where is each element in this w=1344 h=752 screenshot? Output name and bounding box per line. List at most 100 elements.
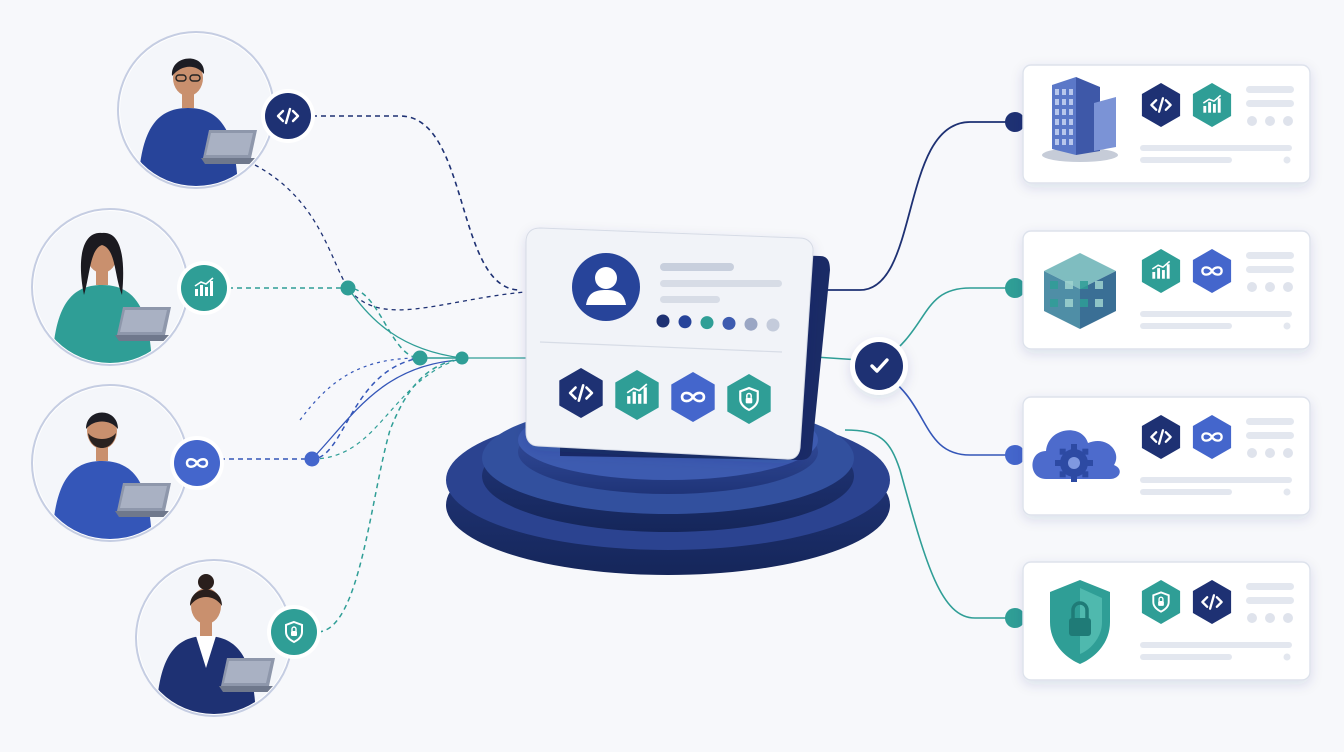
cloud-gear-icon [1032,430,1120,482]
connector-analyst [228,287,421,359]
match-indicator [850,337,908,395]
infinity-skill-badge [671,372,715,422]
placeholder-dot [1265,282,1275,292]
placeholder-dot [1247,282,1257,292]
placeholder-dot [1283,156,1291,164]
infinity-skill-badge [1192,415,1232,459]
office-building-icon [1042,77,1118,162]
text-placeholder [1246,86,1294,93]
person-illustration [120,34,272,186]
progress-dot [700,316,714,330]
laptop-icon [115,483,173,517]
junction-node [455,351,469,365]
endpoint-node [1005,608,1025,628]
person-skill-badge [261,89,315,143]
placeholder-dot [1265,448,1275,458]
text-placeholder [1246,418,1294,425]
profile-skill-badges [559,368,771,424]
chart-skill-badge [615,370,659,420]
person-devops-engineer[interactable] [31,384,224,543]
placeholder-dot [1265,116,1275,126]
laptop-icon [115,307,173,341]
text-placeholder [1246,266,1294,273]
progress-dot [656,314,670,328]
progress-dot [766,318,780,332]
user-icon [586,267,626,305]
connector-merge-navy [299,357,421,421]
junction-node [412,350,428,366]
connector-analyst-solid [347,287,540,359]
company-card-cloud-gear[interactable] [1022,396,1311,516]
placeholder-dot [1265,613,1275,623]
person-developer[interactable] [117,31,315,190]
person-illustration [34,387,186,539]
connector-developer-branch [254,164,526,311]
code-skill-badge [1192,580,1232,624]
person-illustration [34,211,186,363]
person-security-specialist[interactable] [135,559,321,718]
endpoint-node [1005,278,1025,298]
person-skill-badge [177,261,231,315]
shield-skill-badge [1141,580,1181,624]
company-card-background [1022,396,1311,516]
placeholder-dot [1247,613,1257,623]
placeholder-dot [1247,116,1257,126]
text-placeholder [1140,477,1292,483]
placeholder-dot [1283,613,1293,623]
text-placeholder [1140,642,1292,648]
placeholder-dot [1283,116,1293,126]
progress-dot [722,316,736,330]
text-placeholder [1140,157,1232,163]
connector-devops [220,357,421,460]
placeholder-dot [1283,448,1293,458]
endpoint-node [1005,445,1025,465]
text-placeholder [1140,145,1292,151]
profile-card[interactable] [525,227,830,460]
placeholder-dot [1283,322,1291,330]
text-placeholder [1140,654,1232,660]
code-skill-badge [559,368,603,418]
progress-dots [656,314,780,332]
text-placeholder [1246,432,1294,439]
connector-devops-solid [311,359,461,460]
profile-detail-placeholder [660,280,782,287]
text-placeholder [1140,489,1232,495]
company-card-office-building[interactable] [1022,64,1311,184]
laptop-icon [201,130,259,164]
junction-node [340,280,356,296]
data-cube-icon [1044,253,1116,329]
connector-company-4 [844,429,1015,619]
infinity-skill-badge [1192,249,1232,293]
text-placeholder [1246,100,1294,107]
person-skill-badge [170,436,224,490]
person-data-analyst[interactable] [31,208,231,367]
connector-security [317,357,463,633]
text-placeholder [1246,252,1294,259]
progress-dot [744,317,758,331]
profile-detail-placeholder [660,296,720,303]
shield-skill-badge [727,374,771,424]
security-shield-icon [1050,580,1110,664]
code-skill-badge [1141,415,1181,459]
text-placeholder [1246,597,1294,604]
card-divider [539,341,783,353]
company-card-data-cube[interactable] [1022,230,1311,350]
placeholder-dot [1283,282,1293,292]
connector-developer [312,115,521,291]
text-placeholder [1140,323,1232,329]
junction-node [304,451,320,467]
connector-company-1 [826,121,1015,291]
progress-dot [678,315,692,329]
endpoint-node [1005,112,1025,132]
placeholder-dot [1283,653,1291,661]
text-placeholder [1246,583,1294,590]
placeholder-dot [1247,448,1257,458]
placeholder-dot [1283,488,1291,496]
person-skill-badge [267,605,321,659]
text-placeholder [1140,311,1292,317]
chart-skill-badge [1192,83,1232,127]
code-skill-badge [1141,83,1181,127]
company-card-security-shield[interactable] [1022,561,1311,681]
person-illustration [138,562,290,714]
